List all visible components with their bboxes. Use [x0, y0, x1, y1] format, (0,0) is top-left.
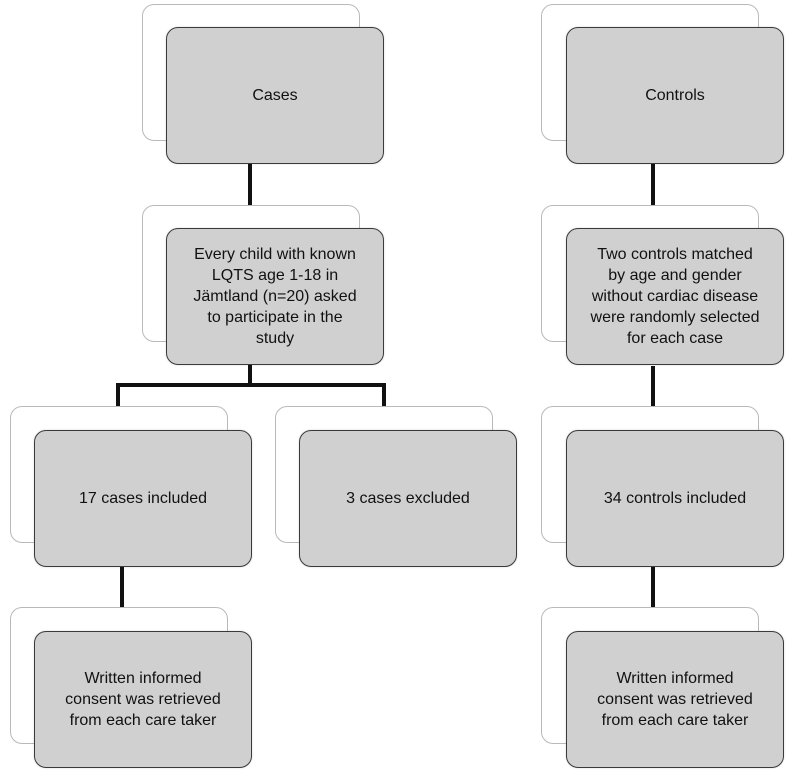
connector-controls-to-selection — [651, 164, 655, 226]
controls-selection-label: Two controls matched by age and gender w… — [590, 246, 760, 347]
connector-split-horizontal — [116, 383, 386, 387]
cases-consent-label: Written informed consent was retrieved f… — [65, 670, 221, 729]
connector-included-to-consent — [120, 562, 124, 608]
cases-label: Cases — [252, 87, 298, 104]
connector-population-stem — [248, 362, 252, 386]
cases-excluded-box: 3 cases excluded — [299, 430, 517, 567]
controls-consent-box: Written informed consent was retrieved f… — [566, 631, 784, 768]
controls-included-box: 34 controls included — [566, 430, 784, 567]
controls-included-label: 34 controls included — [603, 490, 747, 507]
cases-included-label: 17 cases included — [78, 490, 208, 507]
controls-consent-label: Written informed consent was retrieved f… — [597, 670, 753, 729]
cases-excluded-label: 3 cases excluded — [346, 490, 470, 507]
cases-included-box: 17 cases included — [34, 430, 252, 567]
cases-population-label: Every child with known LQTS age 1-18 in … — [193, 246, 357, 347]
connector-selection-to-included — [651, 366, 655, 430]
connector-controls-included-to-consent — [651, 566, 655, 630]
cases-population-box: Every child with known LQTS age 1-18 in … — [166, 228, 384, 365]
connector-cases-to-population — [248, 164, 252, 226]
cases-box: Cases — [166, 27, 384, 164]
controls-box: Controls — [566, 27, 784, 164]
controls-selection-box: Two controls matched by age and gender w… — [566, 228, 784, 365]
controls-label: Controls — [645, 87, 705, 104]
connector-split-left — [116, 383, 120, 409]
cases-consent-box: Written informed consent was retrieved f… — [34, 631, 252, 768]
connector-split-right — [382, 383, 386, 409]
